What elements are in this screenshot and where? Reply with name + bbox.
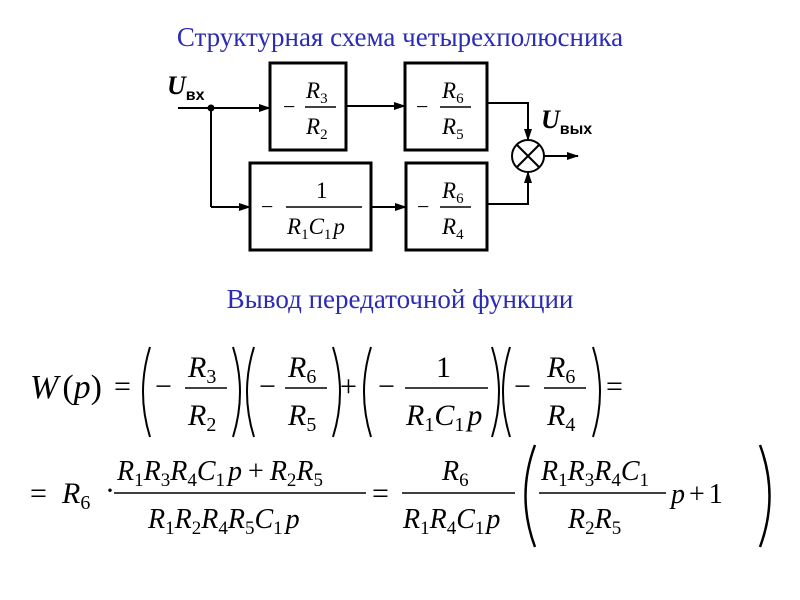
svg-text:−: − <box>417 194 429 219</box>
svg-text:R5: R5 <box>287 399 316 436</box>
svg-text:=: = <box>606 370 623 403</box>
derivation-title: Вывод передаточной функции <box>226 284 574 314</box>
svg-text:·: · <box>105 474 115 507</box>
svg-text:R6: R6 <box>287 351 316 388</box>
svg-text:R2: R2 <box>305 114 328 143</box>
signal-wires <box>178 102 579 211</box>
block-r3-r2: − R3 R2 <box>268 61 348 152</box>
svg-text:1: 1 <box>436 351 451 384</box>
svg-text:=: = <box>114 370 131 403</box>
svg-text:W(p): W(p) <box>30 369 102 406</box>
svg-text:−: − <box>416 94 428 119</box>
svg-text:=: = <box>30 477 47 510</box>
svg-text:R6: R6 <box>61 477 90 514</box>
svg-text:R5: R5 <box>441 114 464 143</box>
svg-text:R1R4C1p: R1R4C1p <box>402 504 500 539</box>
svg-text:−: − <box>283 94 295 119</box>
svg-text:R1C1p: R1C1p <box>286 214 345 243</box>
svg-text:R1R3R4C1: R1R3R4C1 <box>540 456 649 491</box>
svg-text:R6: R6 <box>546 351 575 388</box>
block-integrator: − 1 R1C1p <box>248 161 373 252</box>
wire-block4-sum <box>487 171 532 205</box>
svg-text:−: − <box>514 370 531 403</box>
svg-text:−: − <box>378 370 395 403</box>
svg-text:−: − <box>259 370 276 403</box>
svg-text:R6: R6 <box>441 456 469 491</box>
summing-junction <box>511 139 545 173</box>
svg-text:+: + <box>340 370 357 403</box>
svg-text:R2R5: R2R5 <box>567 504 621 539</box>
svg-text:=: = <box>372 477 389 510</box>
output-label: Uвых <box>541 105 592 138</box>
svg-text:R2: R2 <box>187 399 216 436</box>
svg-text:R3: R3 <box>187 351 216 388</box>
svg-text:R6: R6 <box>441 78 464 107</box>
svg-text:R4: R4 <box>546 399 575 436</box>
svg-text:R1C1p: R1C1p <box>405 399 482 436</box>
svg-text:R3: R3 <box>305 78 328 107</box>
svg-text:1: 1 <box>316 178 328 203</box>
svg-text:−: − <box>261 194 273 219</box>
input-label: Uвх <box>167 71 205 104</box>
svg-text:p+1: p+1 <box>669 479 723 510</box>
block-r6-r4: − R6 R4 <box>404 161 489 252</box>
svg-text:R6: R6 <box>441 178 464 207</box>
block-r6-r5: − R6 R5 <box>403 61 489 152</box>
scheme-title: Структурная схема четырехполюсника <box>176 22 624 52</box>
svg-text:R4: R4 <box>441 214 464 243</box>
branch-node <box>207 104 215 112</box>
wire-block2-sum <box>487 102 532 141</box>
svg-text:−: − <box>155 370 172 403</box>
